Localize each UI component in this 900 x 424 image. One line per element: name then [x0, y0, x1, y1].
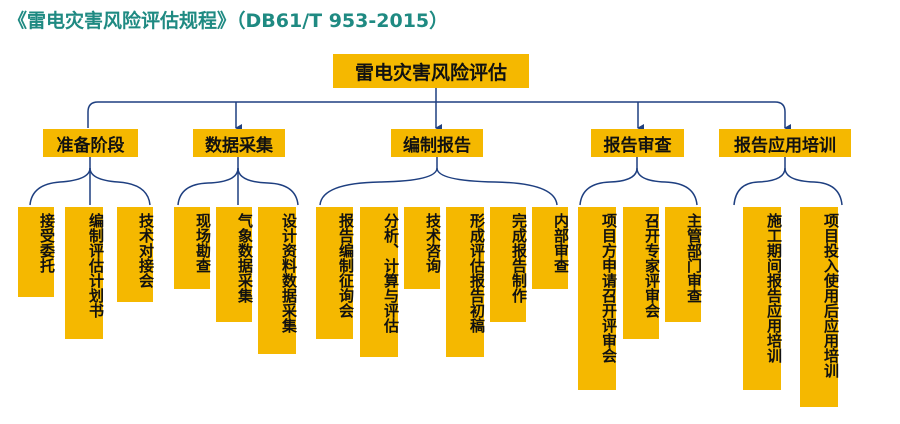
task-construction-training: 施工期间报告应用培训 [743, 207, 783, 390]
task-design-data: 设计资料数据采集 [258, 207, 298, 354]
page-title: 《雷电灾害风险评估规程》（DB61/T 953-2015） [8, 10, 449, 32]
task-accept-commission: 接受委托 [18, 207, 56, 297]
stage-report-review: 报告审查 [591, 129, 684, 157]
task-site-survey: 现场勘查 [174, 207, 212, 289]
stage-preparation: 准备阶段 [43, 129, 138, 157]
task-apply-review-meeting: 项目方申请召开评审会 [578, 207, 618, 390]
task-consultation-meeting: 报告编制征询会 [316, 207, 355, 339]
stage-report-training: 报告应用培训 [719, 129, 851, 157]
task-operation-training: 项目投入使用后应用培训 [800, 207, 840, 407]
task-analysis: 分析、计算与评估 [360, 207, 400, 357]
root-node: 雷电灾害风险评估 [333, 54, 529, 88]
stage-report-compilation: 编制报告 [391, 129, 483, 157]
task-internal-review: 内部审查 [532, 207, 570, 289]
task-weather-data: 气象数据采集 [216, 207, 254, 322]
task-technical-consulting: 技术咨询 [404, 207, 442, 289]
task-technical-meeting: 技术对接会 [117, 207, 155, 302]
task-authority-review: 主管部门审查 [665, 207, 703, 322]
task-draft-report: 形成评估报告初稿 [446, 207, 486, 357]
task-plan-document: 编制评估计划书 [65, 207, 105, 339]
task-finish-report: 完成报告制作 [490, 207, 528, 322]
task-expert-review: 召开专家评审会 [623, 207, 661, 339]
stage-data-collection: 数据采集 [193, 129, 285, 157]
